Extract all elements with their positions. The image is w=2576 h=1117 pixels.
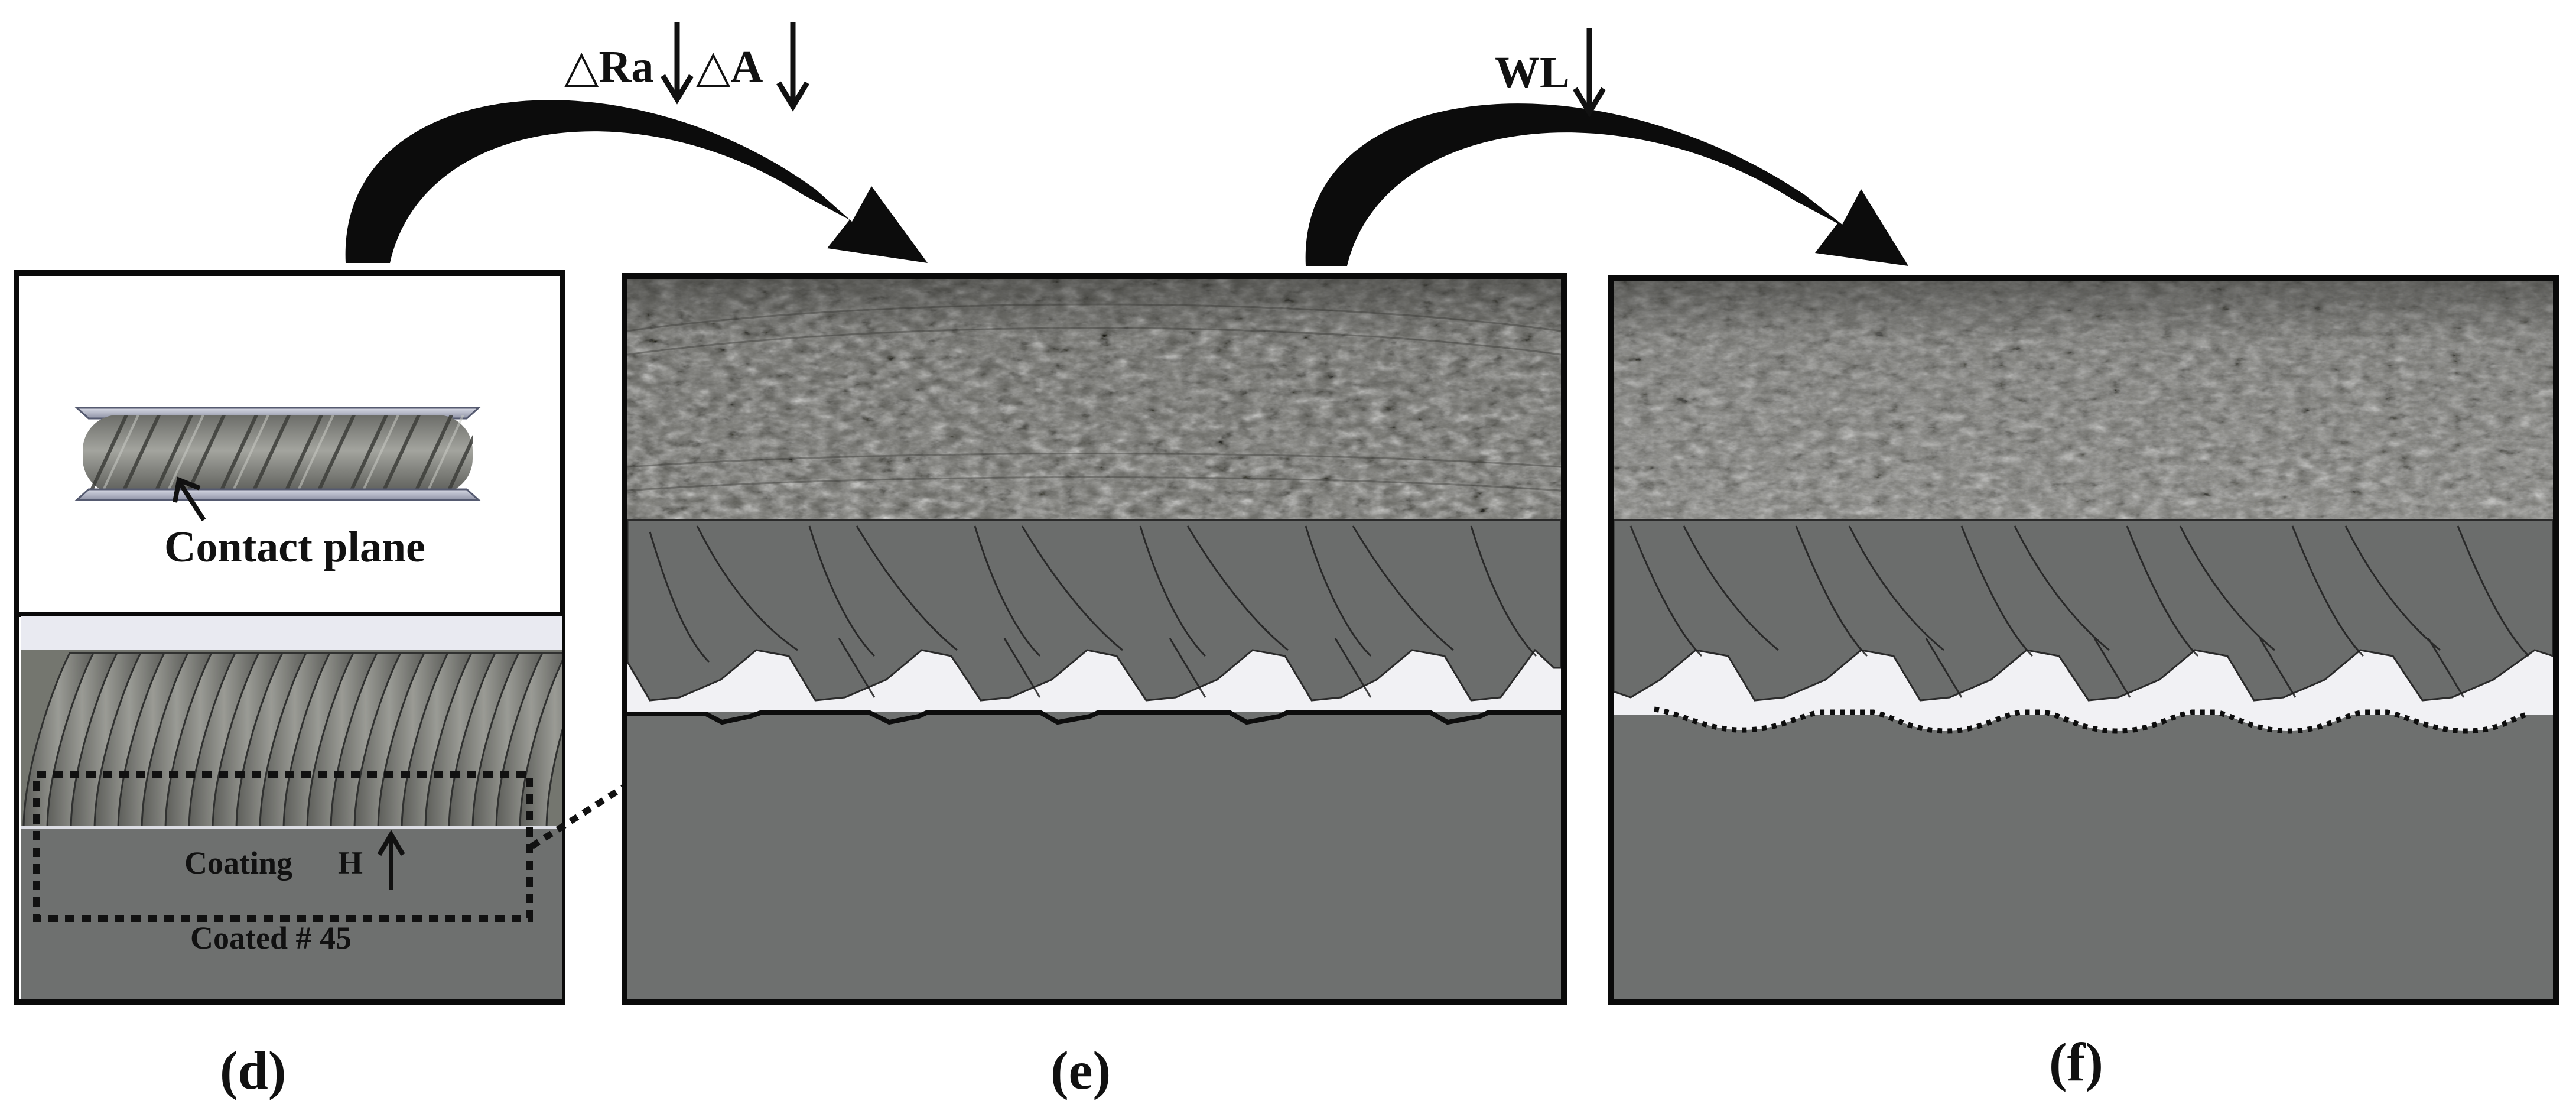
caption-f: (f) [2049, 1032, 2103, 1092]
rope-strands [22, 652, 562, 832]
surface-micrograph [1614, 281, 2553, 523]
panel-f [1608, 275, 2559, 1005]
coated-45-label: Coated # 45 [190, 920, 352, 956]
h-label: H [338, 845, 363, 881]
strand-profiles [1614, 519, 2553, 999]
rope-contact-model [74, 407, 481, 501]
surface-micrograph [627, 279, 1561, 521]
down-arrow-icon [661, 22, 694, 105]
delta-ra-label: △Ra [564, 42, 653, 92]
arc-arrow-d-to-e [345, 100, 928, 263]
contact-plane-label: Contact plane [164, 523, 425, 572]
dotted-selection-box [33, 771, 533, 922]
wl-label: WL [1495, 48, 1570, 98]
panel-d: Contact plane [14, 270, 565, 1005]
down-arrow-icon [1573, 28, 1606, 118]
strand-profiles [627, 519, 1561, 999]
arc-arrow-e-to-f [1305, 103, 1908, 266]
coating-label: Coating [184, 845, 292, 881]
panel-e [622, 273, 1567, 1005]
coated-rope-section [21, 616, 562, 999]
caption-e: (e) [1050, 1040, 1111, 1100]
delta-a-label: △A [696, 42, 763, 92]
contact-pointer-arrow [173, 476, 206, 522]
down-arrow-icon [776, 22, 809, 112]
caption-d: (d) [220, 1040, 286, 1100]
up-arrow-icon [377, 830, 405, 890]
